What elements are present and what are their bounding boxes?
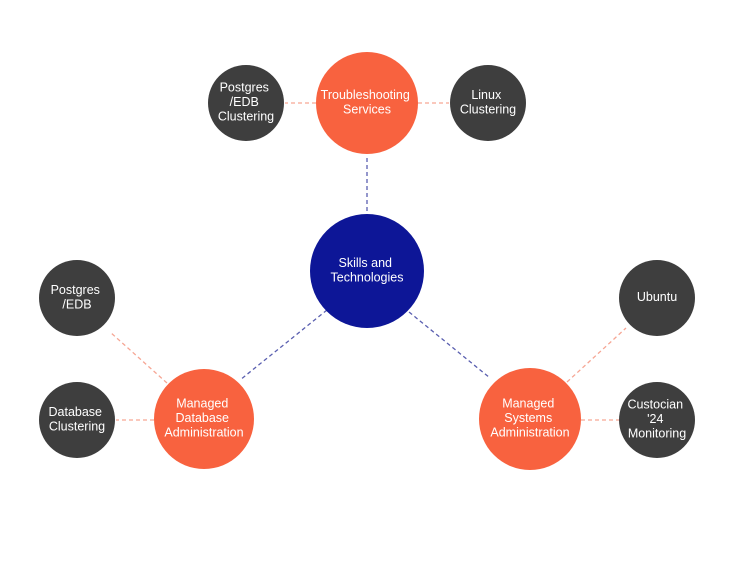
leaf-node-custocian-monitoring: Custocian '24 Monitoring xyxy=(619,382,695,458)
managed-db-label: Managed Database Administration xyxy=(164,397,243,440)
leaf-node-database-clustering: Database Clustering xyxy=(39,382,115,458)
database-clustering-line-2: Clustering xyxy=(49,420,105,434)
hub-label-line-1: Skills and xyxy=(339,256,393,270)
postgres-edb-clustering-line-2: /EDB xyxy=(230,95,259,109)
linux-clustering-label: Linux Clustering xyxy=(460,88,516,117)
managed-sys-circle xyxy=(479,368,581,470)
hub-label: Skills and Technologies xyxy=(331,256,404,285)
ubuntu-circle xyxy=(619,260,695,336)
custocian-monitoring-line-1: Custocian xyxy=(627,398,683,412)
leaf-node-postgres-edb: Postgres /EDB xyxy=(39,260,115,336)
managed-sys-label-line-2: Systems xyxy=(504,411,552,425)
postgres-edb-circle xyxy=(39,260,115,336)
hub-circle xyxy=(310,214,424,328)
leaf-node-postgres-edb-clustering: Postgres /EDB Clustering xyxy=(208,65,284,141)
edge-hub-managed-sys xyxy=(408,311,491,379)
postgres-edb-clustering-circle xyxy=(208,65,284,141)
troubleshooting-label-line-2: Services xyxy=(343,103,391,117)
ubuntu-label: Ubuntu xyxy=(637,290,677,304)
database-clustering-circle xyxy=(39,382,115,458)
custocian-monitoring-line-2: '24 xyxy=(647,412,663,426)
category-node-managed-database: Managed Database Administration xyxy=(154,369,254,469)
managed-db-label-line-1: Managed xyxy=(176,397,228,411)
managed-sys-label-line-1: Managed xyxy=(502,397,554,411)
linux-clustering-circle xyxy=(450,65,526,141)
managed-sys-label-line-3: Administration xyxy=(490,426,569,440)
database-clustering-label: Database Clustering xyxy=(49,405,106,434)
managed-db-circle xyxy=(154,369,254,469)
managed-db-label-line-2: Database xyxy=(176,411,230,425)
database-clustering-line-1: Database xyxy=(49,405,103,419)
troubleshooting-label-line-1: Troubleshooting xyxy=(321,88,410,102)
linux-clustering-line-2: Clustering xyxy=(460,103,516,117)
leaf-node-linux-clustering: Linux Clustering xyxy=(450,65,526,141)
troubleshooting-circle xyxy=(316,52,418,154)
postgres-edb-line-2: /EDB xyxy=(62,298,91,312)
category-node-managed-systems: Managed Systems Administration xyxy=(479,368,581,470)
postgres-edb-clustering-line-3: Clustering xyxy=(218,110,274,124)
managed-sys-label: Managed Systems Administration xyxy=(490,397,569,440)
hub-label-line-2: Technologies xyxy=(331,271,404,285)
hub-node-skills-technologies: Skills and Technologies xyxy=(310,214,424,328)
custocian-monitoring-label: Custocian '24 Monitoring xyxy=(627,398,686,441)
leaf-node-ubuntu: Ubuntu xyxy=(619,260,695,336)
postgres-edb-clustering-label: Postgres /EDB Clustering xyxy=(218,81,274,124)
category-node-troubleshooting: Troubleshooting Services xyxy=(316,52,418,154)
postgres-edb-label: Postgres /EDB xyxy=(51,283,104,312)
custocian-monitoring-line-3: Monitoring xyxy=(628,427,686,441)
custocian-monitoring-circle xyxy=(619,382,695,458)
postgres-edb-clustering-line-1: Postgres xyxy=(220,81,269,95)
edge-managed-db-postgres-edb xyxy=(109,331,168,384)
diagram-edges xyxy=(109,102,627,421)
troubleshooting-label: Troubleshooting Services xyxy=(321,88,414,117)
edge-hub-managed-db xyxy=(239,309,328,381)
edge-managed-sys-ubuntu xyxy=(566,327,627,383)
linux-clustering-line-1: Linux xyxy=(471,88,502,102)
postgres-edb-line-1: Postgres xyxy=(51,283,100,297)
ubuntu-line-1: Ubuntu xyxy=(637,290,677,304)
managed-db-label-line-3: Administration xyxy=(164,426,243,440)
